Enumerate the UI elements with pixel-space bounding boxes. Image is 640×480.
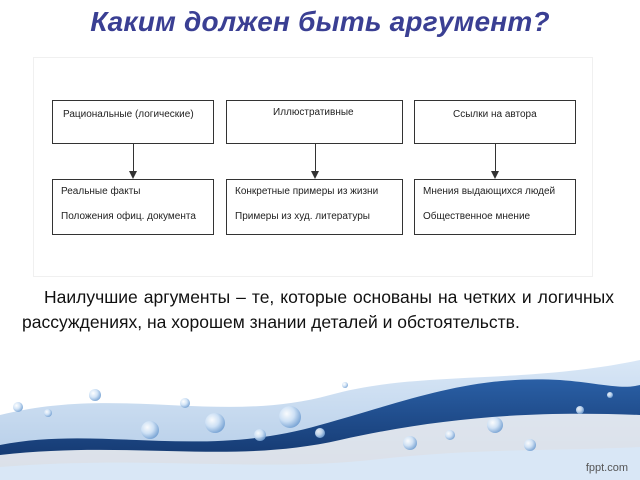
body-text: Наилучшие аргументы – те, которые основа…	[22, 285, 614, 335]
wave-decoration	[0, 360, 640, 480]
diagram-box-rational: Рациональные (логические)	[52, 100, 214, 144]
arrow-down-icon	[129, 171, 137, 179]
arrow-line	[315, 144, 316, 172]
arrow-line	[133, 144, 134, 172]
body-paragraph: Наилучшие аргументы – те, которые основа…	[22, 287, 614, 332]
box-label: Ссылки на автора	[453, 109, 537, 120]
diagram-box-authority: Ссылки на автора	[414, 100, 576, 144]
box-item: Мнения выдающихся людей	[423, 186, 556, 197]
box-item: Положения офиц. документа	[61, 211, 196, 222]
diagram-box-illustrative-details: Конкретные примеры из жизни Примеры из х…	[226, 179, 403, 235]
arrow-line	[495, 144, 496, 172]
box-item: Примеры из худ. литературы	[235, 211, 370, 222]
diagram-box-illustrative: Иллюстративные	[226, 100, 403, 144]
diagram-panel: Рациональные (логические) Реальные факты…	[33, 57, 593, 277]
box-label: Иллюстративные	[273, 107, 354, 118]
box-label: Рациональные (логические)	[63, 109, 194, 120]
slide-title: Каким должен быть аргумент?	[90, 6, 550, 37]
diagram-box-rational-details: Реальные факты Положения офиц. документа	[52, 179, 214, 235]
wave-bottom	[0, 447, 640, 480]
footer-logo: fppt.com	[585, 462, 628, 474]
bubbles	[13, 382, 613, 451]
box-item: Конкретные примеры из жизни	[235, 186, 379, 197]
box-item: Общественное мнение	[423, 211, 531, 222]
box-item: Реальные факты	[61, 186, 141, 197]
arrow-down-icon	[491, 171, 499, 179]
diagram-box-authority-details: Мнения выдающихся людей Общественное мне…	[414, 179, 576, 235]
arrow-down-icon	[311, 171, 319, 179]
